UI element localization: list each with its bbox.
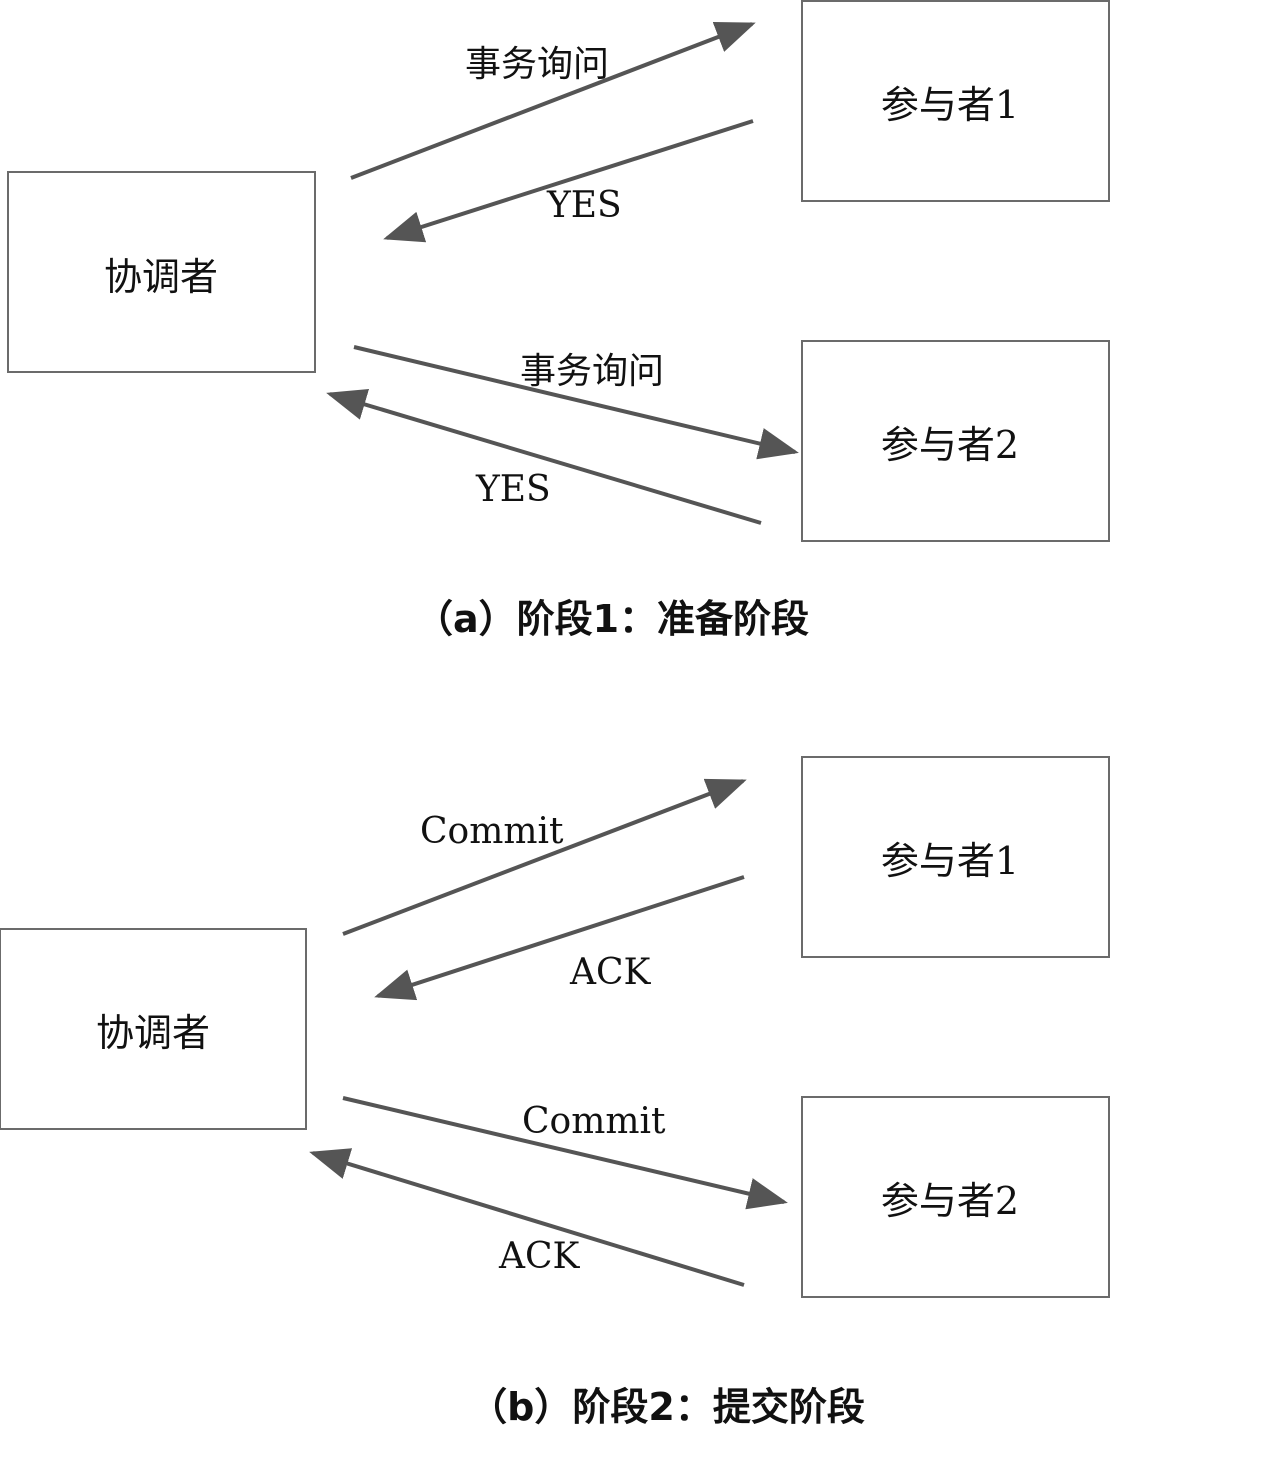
phase-a-reply-arrow-1 — [383, 119, 754, 243]
phase-a-request-label-2: 事务询问 — [520, 351, 664, 392]
phase-b-request-arrow-1 — [342, 778, 747, 936]
phase-a-participant1-label: 参与者1 — [881, 83, 1019, 127]
phase-b-request-label-1: Commit — [420, 811, 564, 852]
phase-a-request-arrow-2 — [353, 345, 799, 460]
phase-a-reply-label-1: YES — [546, 185, 622, 226]
phase-a-reply-label-2: YES — [475, 469, 551, 510]
phase-a-caption: （a）阶段1：准备阶段 — [415, 597, 809, 641]
phase-a-coordinator-box: 协调者 — [7, 171, 316, 373]
phase-a-request-label-1: 事务询问 — [465, 44, 609, 85]
phase-a-participant1-box: 参与者1 — [801, 0, 1110, 202]
phase-b-reply-label-1: ACK — [569, 952, 652, 993]
phase-b-reply-arrow-1 — [374, 875, 745, 1001]
phase-a-participant2-label: 参与者2 — [881, 423, 1019, 467]
phase-a-coordinator-label: 协调者 — [104, 255, 218, 299]
phase-b-caption: （b）阶段2：提交阶段 — [469, 1385, 865, 1429]
phase-b-reply-arrow-2 — [309, 1148, 745, 1287]
phase-b-reply-label-2: ACK — [498, 1236, 581, 1277]
phase-a-participant2-box: 参与者2 — [801, 340, 1110, 542]
phase-b-request-arrow-2 — [342, 1096, 788, 1210]
phase-a-reply-arrow-2 — [326, 388, 762, 525]
phase-b-coordinator-label: 协调者 — [96, 1011, 210, 1055]
phase-a-request-arrow-1 — [350, 21, 756, 180]
phase-b-coordinator-box: 协调者 — [0, 928, 307, 1130]
phase-b-participant1-label: 参与者1 — [881, 839, 1019, 883]
phase-a-group: 协调者 参与者1 参与者2 事务询问 YES 事务询问 YES （a）阶段1：准… — [7, 0, 1110, 641]
phase-b-group: 协调者 参与者1 参与者2 Commit ACK Commit ACK （b）阶… — [0, 756, 1110, 1429]
phase-b-participant2-label: 参与者2 — [881, 1179, 1019, 1223]
phase-b-participant2-box: 参与者2 — [801, 1096, 1110, 1298]
phase-b-request-label-2: Commit — [522, 1101, 666, 1142]
phase-b-participant1-box: 参与者1 — [801, 756, 1110, 958]
